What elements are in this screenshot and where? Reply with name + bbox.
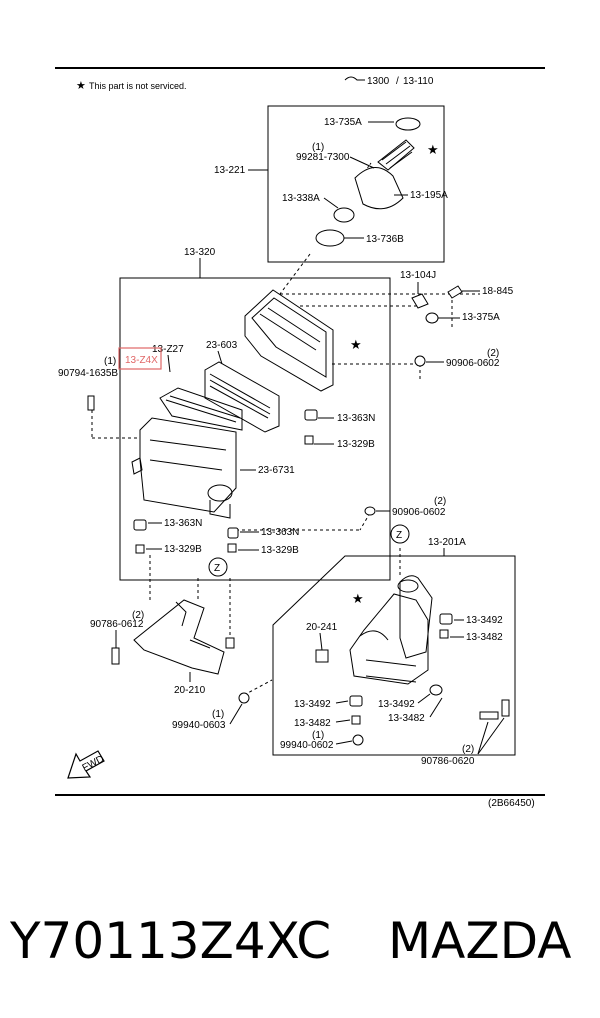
callout-z-label: Z bbox=[396, 530, 402, 541]
part-label: 13-735A bbox=[324, 117, 362, 128]
highlight-box bbox=[118, 347, 162, 370]
part-label: 13-363N bbox=[164, 518, 202, 529]
air-cleaner-case bbox=[131, 387, 243, 519]
callout-z-circle bbox=[208, 557, 228, 577]
fwd-label: FWD bbox=[81, 754, 106, 774]
ref-sub: 13-110 bbox=[403, 76, 434, 87]
part-label: 99281-7300 bbox=[296, 152, 350, 163]
air-filter-element bbox=[204, 361, 280, 433]
hardware-lower bbox=[349, 613, 510, 746]
fwd-arrow-icon: FWD bbox=[67, 750, 106, 779]
callout-z-label: Z bbox=[214, 563, 220, 574]
part-label: 13-320 bbox=[184, 247, 216, 258]
star-icon: ★ bbox=[427, 142, 439, 157]
air-cleaner-frame bbox=[119, 277, 391, 581]
part-label: 13-363N bbox=[261, 527, 299, 538]
brand-caption: MAZDA bbox=[388, 912, 571, 970]
part-label: 90906-0602 bbox=[446, 358, 500, 369]
part-label: 13-375A bbox=[462, 312, 500, 323]
qty-label: (2) bbox=[434, 496, 446, 507]
part-label: 13-221 bbox=[214, 165, 246, 176]
part-label: 13-3482 bbox=[388, 713, 425, 724]
part-label: 13-Z27 bbox=[152, 344, 184, 355]
part-label: 13-3482 bbox=[294, 718, 331, 729]
reference-arrow-icon bbox=[344, 76, 365, 81]
star-icon: ★ bbox=[350, 337, 362, 352]
part-label: 23-6731 bbox=[258, 465, 295, 476]
diagram-code: (2B66450) bbox=[488, 798, 535, 809]
air-cleaner-cover bbox=[244, 289, 334, 392]
part-label: 13-195A bbox=[410, 190, 448, 201]
ref-main: 1300 bbox=[367, 76, 390, 87]
part-number-caption: Y70113Z4XC bbox=[9, 912, 331, 970]
part-label: 23-603 bbox=[206, 340, 238, 351]
part-label: 13-3492 bbox=[294, 699, 331, 710]
part-label: 90786-0612 bbox=[90, 619, 144, 630]
legend-note: This part is not serviced. bbox=[89, 81, 187, 91]
part-label: 20-210 bbox=[174, 685, 206, 696]
part-label: 90786-0620 bbox=[421, 756, 475, 767]
dashed-connectors bbox=[91, 253, 480, 696]
part-label: 13-363N bbox=[337, 413, 375, 424]
part-label: 13-329B bbox=[261, 545, 299, 556]
qty-label: (2) bbox=[132, 610, 144, 621]
part-label: 13-3482 bbox=[466, 632, 503, 643]
callout-z-circle bbox=[390, 524, 410, 544]
qty-label: (1) bbox=[212, 709, 224, 720]
part-label: 13-338A bbox=[282, 193, 320, 204]
star-icon: ★ bbox=[352, 591, 364, 606]
part-label: 13-201A bbox=[428, 537, 466, 548]
part-label: 13-104J bbox=[400, 270, 436, 281]
resonator bbox=[315, 575, 433, 685]
part-label: 13-329B bbox=[337, 439, 375, 450]
part-label: 18-845 bbox=[482, 286, 514, 297]
resonator-frame bbox=[272, 555, 516, 756]
svg-text:/: / bbox=[396, 76, 399, 87]
star-icon: ★ bbox=[76, 80, 86, 92]
qty-label: (1) bbox=[312, 730, 324, 741]
hardware-middle bbox=[87, 285, 463, 554]
qty-label: (2) bbox=[487, 348, 499, 359]
intake-hose-frame bbox=[267, 105, 445, 263]
part-label: 20-241 bbox=[306, 622, 338, 633]
part-label: 13-736B bbox=[366, 234, 404, 245]
qty-label: (2) bbox=[462, 744, 474, 755]
part-label: 13-329B bbox=[164, 544, 202, 555]
part-label: 13-3492 bbox=[378, 699, 415, 710]
part-label: 99940-0603 bbox=[172, 720, 226, 731]
qty-label: (1) bbox=[104, 356, 116, 367]
intake-hose-assembly bbox=[315, 117, 421, 247]
highlighted-part-label: 13-Z4X bbox=[125, 355, 158, 366]
qty-label: (1) bbox=[312, 142, 324, 153]
part-label: 90906-0602 bbox=[392, 507, 446, 518]
bracket bbox=[111, 599, 250, 704]
part-label: 99940-0602 bbox=[280, 740, 334, 751]
part-label: 13-3492 bbox=[466, 615, 503, 626]
part-label: 90794-1635B bbox=[58, 368, 118, 379]
